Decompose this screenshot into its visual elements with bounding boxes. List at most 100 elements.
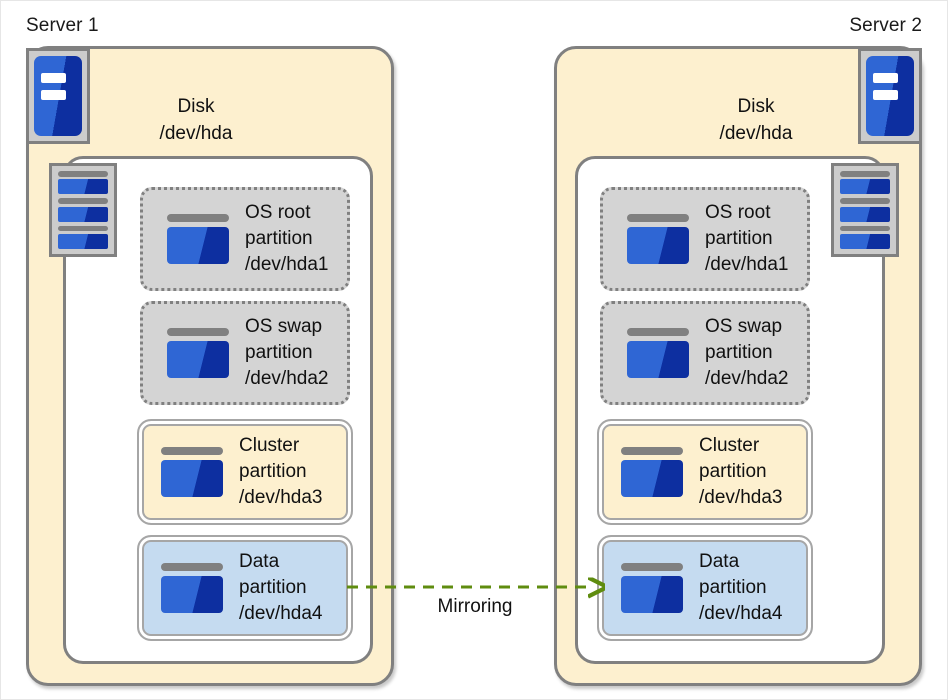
partition-os-swap[interactable]: OS swap partition /dev/hda2 [600, 301, 810, 405]
server-tower-body [866, 56, 914, 136]
disk-platter-bar [840, 171, 890, 177]
partition-icon-bar [161, 563, 223, 571]
partition-label: Data partition /dev/hda4 [223, 549, 351, 627]
disk-platter-bar [58, 171, 108, 177]
partition-icon-bar [167, 328, 229, 336]
partition-disk-icon [627, 214, 689, 264]
partition-cluster[interactable]: Cluster partition /dev/hda3 [597, 419, 813, 525]
partition-icon-body [621, 460, 683, 497]
partition-line-3: /dev/hda2 [245, 368, 329, 389]
partition-label: Cluster partition /dev/hda3 [223, 433, 351, 511]
disk-stack-icon [831, 163, 899, 257]
partition-line-3: /dev/hda3 [239, 487, 323, 508]
server-tower-slot-1 [40, 72, 66, 84]
partition-disk-icon [167, 328, 229, 378]
partition-icon-body [621, 576, 683, 613]
partition-line-3: /dev/hda4 [699, 603, 783, 624]
partition-label: OS root partition /dev/hda1 [689, 200, 807, 278]
partition-disk-icon [621, 563, 683, 613]
disk-platter [840, 198, 890, 222]
partition-icon-bar [167, 214, 229, 222]
partition-line-3: /dev/hda1 [245, 254, 329, 275]
partition-label: OS swap partition /dev/hda2 [689, 314, 807, 392]
disk-platter-bar [58, 225, 108, 232]
partition-disk-icon [161, 563, 223, 613]
partition-label: OS swap partition /dev/hda2 [229, 314, 347, 392]
disk-platter [58, 225, 108, 249]
partition-label: Cluster partition /dev/hda3 [683, 433, 811, 511]
server-1-label: Server 1 [26, 15, 99, 36]
partition-line-2: partition [705, 341, 773, 363]
partition-data[interactable]: Data partition /dev/hda4 [137, 535, 353, 641]
disk-platter-body [58, 234, 108, 249]
disk-platter-bar [58, 198, 108, 204]
partition-line-2: partition [245, 341, 313, 363]
disk-platter [840, 171, 890, 195]
partition-icon-body [627, 227, 689, 264]
disk-caption-line1: Disk [737, 96, 775, 117]
server-tower-slot-1 [872, 72, 898, 84]
disk-platter-body [840, 234, 890, 249]
partition-data[interactable]: Data partition /dev/hda4 [597, 535, 813, 641]
disk-platter [840, 225, 890, 249]
partition-icon-body [161, 576, 223, 613]
partition-line-3: /dev/hda4 [239, 603, 323, 624]
partition-icon-body [627, 341, 689, 378]
partition-line-1: OS root [245, 201, 311, 223]
partition-disk-icon [627, 328, 689, 378]
partition-os-swap[interactable]: OS swap partition /dev/hda2 [140, 301, 350, 405]
disk-platter-body [58, 206, 108, 222]
partition-line-3: /dev/hda2 [705, 368, 789, 389]
server-1-disk-caption: Disk /dev/hda [101, 94, 291, 148]
partition-line-1: OS root [705, 201, 771, 223]
disk-platter-bar [840, 225, 890, 232]
disk-platter-body [58, 179, 108, 195]
partition-disk-icon [621, 447, 683, 497]
partition-disk-icon [161, 447, 223, 497]
partition-cluster[interactable]: Cluster partition /dev/hda3 [137, 419, 353, 525]
server-tower-icon [26, 48, 90, 144]
partition-icon-bar [627, 214, 689, 222]
partition-os-root[interactable]: OS root partition /dev/hda1 [140, 187, 350, 291]
partition-icon-bar [621, 447, 683, 455]
partition-line-1: OS swap [245, 315, 323, 337]
partition-line-2: partition [699, 576, 767, 598]
server-2-disk-caption: Disk /dev/hda [661, 94, 851, 148]
disk-stack-icon [49, 163, 117, 257]
partition-icon-body [167, 341, 229, 378]
disk-platter-body [840, 206, 890, 222]
partition-line-2: partition [239, 576, 307, 598]
disk-platter [58, 171, 108, 195]
partition-line-1: Cluster [699, 434, 760, 456]
partition-line-2: partition [705, 227, 773, 249]
disk-caption-line2: /dev/hda [719, 122, 793, 144]
disk-platter-body [840, 179, 890, 195]
disk-platter-bar [840, 198, 890, 204]
partition-line-2: partition [239, 460, 307, 482]
partition-os-root[interactable]: OS root partition /dev/hda1 [600, 187, 810, 291]
partition-label: Data partition /dev/hda4 [683, 549, 811, 627]
partition-icon-bar [621, 563, 683, 571]
server-tower-body [34, 56, 82, 136]
partition-label: OS root partition /dev/hda1 [229, 200, 347, 278]
disk-caption-line2: /dev/hda [159, 122, 233, 144]
partition-icon-body [167, 227, 229, 264]
server-2-label: Server 2 [849, 15, 922, 36]
partition-line-2: partition [699, 460, 767, 482]
partition-line-1: Data [699, 550, 740, 572]
partition-icon-bar [161, 447, 223, 455]
partition-line-1: OS swap [705, 315, 783, 337]
partition-disk-icon [167, 214, 229, 264]
server-tower-slot-2 [40, 89, 66, 100]
partition-icon-body [161, 460, 223, 497]
server-tower-slot-2 [872, 89, 898, 100]
partition-line-1: Cluster [239, 434, 300, 456]
partition-line-3: /dev/hda3 [699, 487, 783, 508]
disk-platter [58, 198, 108, 222]
partition-line-2: partition [245, 227, 313, 249]
server-tower-icon [858, 48, 922, 144]
partition-icon-bar [627, 328, 689, 336]
partition-line-1: Data [239, 550, 280, 572]
disk-caption-line1: Disk [177, 96, 215, 117]
